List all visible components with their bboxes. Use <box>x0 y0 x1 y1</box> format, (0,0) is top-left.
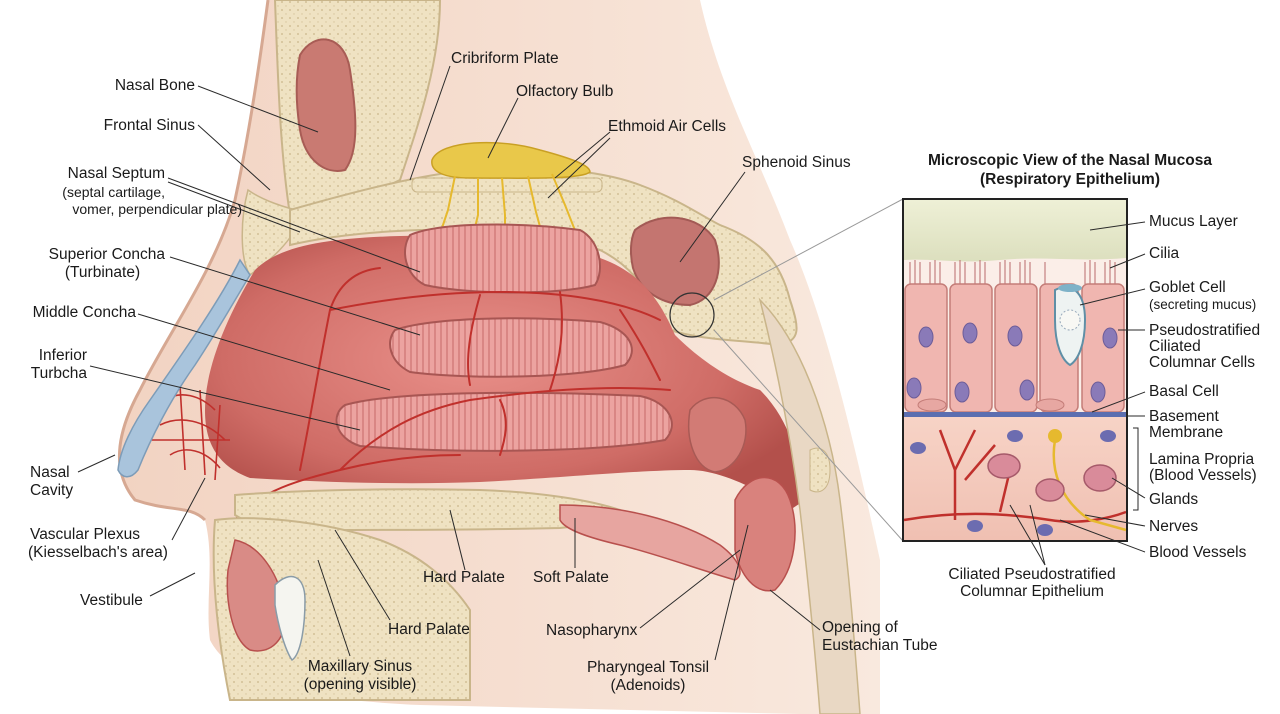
eustachian-opening <box>688 396 747 473</box>
cribriform-plate <box>411 177 603 193</box>
pharyngeal-tonsil <box>734 476 796 592</box>
label-blood-vessels: Blood Vessels <box>1149 544 1247 561</box>
vertebra <box>809 447 831 493</box>
label-maxillary-sinus-sub: (opening visible) <box>303 676 417 693</box>
label-nasopharynx: Nasopharynx <box>546 622 638 639</box>
label-pseudostratified-ciliated: Ciliated <box>1149 338 1201 355</box>
label-maxillary-sinus: Maxillary Sinus <box>307 658 413 675</box>
label-ciliated-pseudostratified: Ciliated Pseudostratified <box>948 566 1116 583</box>
label-goblet-cell-sub: (secreting mucus) <box>1149 297 1257 312</box>
nasal-cross-section <box>117 0 880 714</box>
label-pharyngeal-tonsil: Pharyngeal Tonsil <box>586 659 710 676</box>
label-pharyngeal-tonsil-sub: (Adenoids) <box>610 677 686 694</box>
lamina-cell-nuclei <box>910 430 1116 536</box>
label-basement: Basement <box>1149 408 1219 425</box>
inset-title-line1: Microscopic View of the Nasal Mucosa <box>928 152 1212 169</box>
basement-membrane <box>904 412 1126 417</box>
posterior-pharyngeal-wall <box>758 297 861 714</box>
label-nerves: Nerves <box>1149 518 1199 535</box>
kiesselbach-plexus <box>150 384 230 481</box>
leader-lines <box>77 65 1146 661</box>
maxilla-bone <box>212 517 471 701</box>
label-hard-palate-upper: Hard Palate <box>423 569 505 586</box>
label-cribriform-plate: Cribriform Plate <box>451 50 559 67</box>
label-middle-concha: Middle Concha <box>32 304 136 321</box>
label-vestibule: Vestibule <box>80 592 143 609</box>
label-eustachian: Opening of <box>822 619 898 636</box>
label-basal-cell: Basal Cell <box>1149 383 1219 400</box>
label-hard-palate-lower: Hard Palate <box>388 621 470 638</box>
label-pseudostratified: Pseudostratified <box>1149 322 1261 339</box>
microscopic-inset <box>902 198 1128 542</box>
blood-vessel-network <box>234 267 671 521</box>
label-mucus-layer: Mucus Layer <box>1149 213 1238 230</box>
sphenoid-opening <box>669 292 715 338</box>
label-basement-membrane: Membrane <box>1149 424 1224 441</box>
label-vascular-plexus-sub: (Kiesselbach's area) <box>28 544 168 561</box>
olfactory-bulb <box>431 141 591 179</box>
basal-cells <box>917 398 1065 412</box>
label-glands: Glands <box>1149 491 1199 508</box>
label-lamina-propria: Lamina Propria <box>1149 451 1255 468</box>
label-ethmoid-air-cells: Ethmoid Air Cells <box>608 118 727 135</box>
label-frontal-sinus: Frontal Sinus <box>103 117 195 134</box>
label-soft-palate: Soft Palate <box>533 569 609 586</box>
label-goblet-cell: Goblet Cell <box>1149 279 1226 296</box>
label-nasal: Nasal <box>30 464 70 481</box>
label-nasal-septum-sub2: vomer, perpendicular plate) <box>72 201 242 217</box>
tooth <box>274 575 306 662</box>
cell-nuclei <box>906 322 1118 403</box>
label-superior-concha-sub: (Turbinate) <box>64 264 141 281</box>
label-columnar-epithelium: Columnar Epithelium <box>960 583 1104 600</box>
frontal-sinus <box>295 38 357 172</box>
label-olfactory-bulb: Olfactory Bulb <box>516 83 614 100</box>
label-lamina-propria-sub: (Blood Vessels) <box>1149 467 1257 484</box>
label-sphenoid-sinus: Sphenoid Sinus <box>742 154 851 171</box>
label-nasal-septum-sub1: (septal cartilage, <box>62 184 165 200</box>
label-columnar-cells: Columnar Cells <box>1149 354 1255 371</box>
label-nasal-septum: Nasal Septum <box>67 165 165 182</box>
inset-title-line2: (Respiratory Epithelium) <box>980 171 1160 188</box>
middle-concha <box>389 317 633 378</box>
maxillary-sinus <box>226 539 286 652</box>
label-nasal-cavity: Cavity <box>30 482 74 499</box>
glands <box>987 453 1117 502</box>
label-cilia: Cilia <box>1149 245 1180 262</box>
inset-connector-lines <box>713 198 904 542</box>
inferior-concha <box>335 391 673 452</box>
cilia <box>909 260 1116 284</box>
inset-title: Microscopic View of the Nasal Mucosa (Re… <box>900 151 1240 189</box>
label-inferior: Inferior <box>38 347 87 364</box>
goblet-cell <box>1054 284 1087 367</box>
label-nasal-bone: Nasal Bone <box>114 77 195 94</box>
mucus-layer <box>904 200 1126 262</box>
nose-outline <box>118 0 270 522</box>
label-eustachian-sub: Eustachian Tube <box>822 637 938 654</box>
label-superior-concha: Superior Concha <box>48 246 165 263</box>
superior-concha <box>404 223 601 294</box>
septal-cartilage <box>117 258 251 478</box>
columnar-cells <box>904 283 1125 413</box>
label-inferior-sub: Turbcha <box>30 365 87 382</box>
label-vascular-plexus: Vascular Plexus <box>30 526 140 543</box>
